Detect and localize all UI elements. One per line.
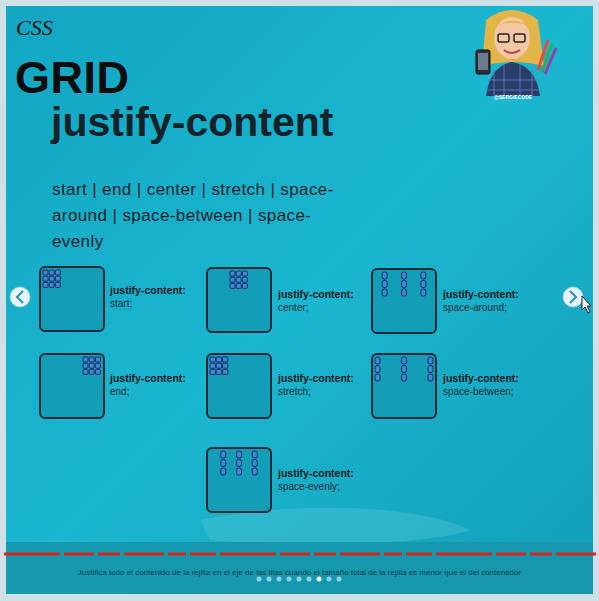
mouse-cursor: [582, 296, 591, 313]
grid-item: [95, 363, 100, 368]
grid-item: [375, 366, 380, 373]
handle-label: @SERGIECODE: [494, 94, 532, 100]
grid-item: [230, 277, 235, 282]
grid-item: [43, 270, 48, 275]
nav-arrow: [563, 287, 583, 307]
bottom-bar: [6, 542, 593, 594]
property-label: justify-content:: [110, 372, 186, 384]
progress-line: [4, 553, 597, 556]
grid-item: [210, 357, 216, 362]
grid-item: [402, 366, 407, 373]
grid-item: [402, 281, 407, 288]
grid-item: [221, 460, 226, 467]
grid-container: [40, 267, 104, 331]
grid-item: [242, 271, 247, 276]
grid-item: [402, 272, 407, 279]
value-label: space-around;: [443, 302, 507, 313]
grid-container: [372, 354, 436, 418]
grid-item: [428, 366, 433, 373]
grid-item: [230, 271, 235, 276]
grid-item: [95, 357, 100, 362]
grid-item: [236, 271, 241, 276]
value-label: space-between;: [443, 386, 514, 397]
section-label: CSS: [16, 15, 53, 41]
grid-item: [242, 277, 247, 282]
grid-item: [375, 374, 380, 381]
title: justify-content: [51, 99, 333, 146]
grid-item: [252, 460, 257, 467]
grid-item: [236, 283, 241, 288]
grid-item: [221, 468, 226, 475]
grid-item: [237, 468, 242, 475]
grid-item: [382, 289, 387, 296]
grid-item: [216, 357, 222, 362]
grid-item: [95, 369, 100, 374]
property-label: justify-content:: [278, 372, 354, 384]
grid-item: [216, 363, 222, 368]
value-label: center;: [278, 302, 309, 313]
brush-stroke: [200, 508, 470, 545]
grid-item: [89, 363, 94, 368]
page-dots: [257, 577, 342, 582]
grid-item: [49, 282, 54, 287]
grid-item: [402, 374, 407, 381]
grid-item: [421, 289, 426, 296]
grid-item: [43, 276, 48, 281]
grid-item: [402, 289, 407, 296]
grid-container: [207, 268, 271, 332]
value-label: end;: [110, 386, 129, 397]
grid-item: [242, 283, 247, 288]
options-list: start | end | center | stretch | space-a…: [52, 177, 337, 255]
grid-item: [428, 374, 433, 381]
grid-item: [83, 357, 88, 362]
grid-container: [372, 269, 436, 333]
value-label: start;: [110, 298, 132, 309]
property-label: justify-content:: [110, 284, 186, 296]
value-label: stretch;: [278, 386, 311, 397]
grid-item: [382, 272, 387, 279]
grid-item: [55, 282, 60, 287]
slide-panel: [6, 6, 593, 594]
heading-label: GRID: [15, 52, 130, 104]
grid-item: [421, 281, 426, 288]
grid-container: [207, 448, 271, 512]
value-label: space-evenly;: [278, 481, 340, 492]
grid-item: [89, 369, 94, 374]
property-label: justify-content:: [443, 288, 519, 300]
grid-item: [43, 282, 48, 287]
grid-item: [236, 277, 241, 282]
grid-item: [216, 369, 222, 374]
grid-item: [83, 369, 88, 374]
nav-arrow: [10, 287, 30, 307]
grid-item: [382, 281, 387, 288]
grid-item: [210, 369, 216, 374]
grid-item: [49, 276, 54, 281]
grid-item: [222, 369, 228, 374]
grid-item: [210, 363, 216, 368]
grid-item: [428, 357, 433, 364]
avatar: [476, 10, 556, 96]
property-label: justify-content:: [278, 467, 354, 479]
grid-container: [207, 354, 271, 418]
grid-item: [221, 451, 226, 458]
property-label: justify-content:: [278, 288, 354, 300]
grid-item: [252, 451, 257, 458]
grid-item: [252, 468, 257, 475]
grid-item: [222, 363, 228, 368]
property-label: justify-content:: [443, 372, 519, 384]
grid-item: [237, 460, 242, 467]
grid-item: [49, 270, 54, 275]
grid-item: [402, 357, 407, 364]
grid-item: [83, 363, 88, 368]
grid-item: [421, 272, 426, 279]
grid-item: [55, 270, 60, 275]
grid-item: [375, 357, 380, 364]
grid-item: [230, 283, 235, 288]
grid-item: [222, 357, 228, 362]
caption: Justifica todo el contenido de la rejill…: [20, 568, 579, 578]
grid-item: [89, 357, 94, 362]
grid-item: [55, 276, 60, 281]
grid-container: [40, 354, 104, 418]
grid-item: [237, 451, 242, 458]
